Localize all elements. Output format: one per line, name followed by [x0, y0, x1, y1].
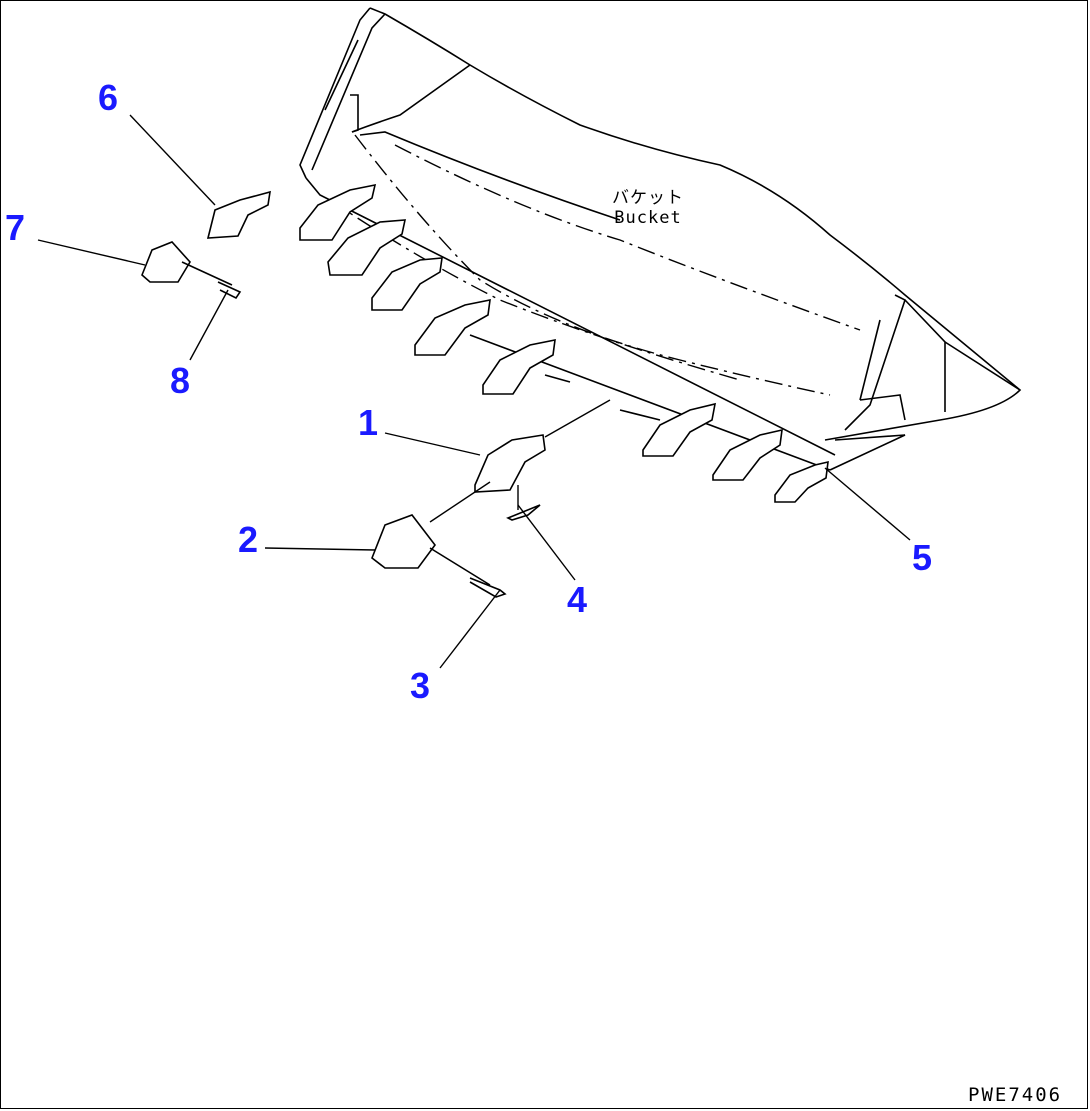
drawing-code: PWE7406	[968, 1084, 1063, 1106]
callout-7: 7	[5, 207, 26, 248]
bucket-label-english: Bucket	[614, 208, 682, 229]
callout-2: 2	[238, 519, 259, 560]
part-6-corner-tooth	[206, 190, 271, 239]
callout-3: 3	[410, 665, 431, 706]
callout-6: 6	[98, 77, 119, 118]
callout-1: 1	[358, 402, 379, 443]
part-2-adapter	[371, 514, 437, 569]
part-7-corner-adapter	[141, 241, 191, 283]
part-1-tooth	[474, 434, 546, 493]
bucket-teeth	[299, 183, 829, 503]
callout-4: 4	[567, 579, 588, 620]
bucket-label: バケット Bucket	[612, 188, 684, 229]
part-3-pin	[429, 547, 507, 598]
leader-lines	[37, 114, 911, 669]
callout-8: 8	[170, 360, 191, 401]
bucket-label-japanese: バケット	[612, 188, 684, 208]
part-8-corner-pin	[181, 261, 242, 300]
callout-5: 5	[912, 537, 933, 578]
bucket-body	[299, 7, 1022, 471]
